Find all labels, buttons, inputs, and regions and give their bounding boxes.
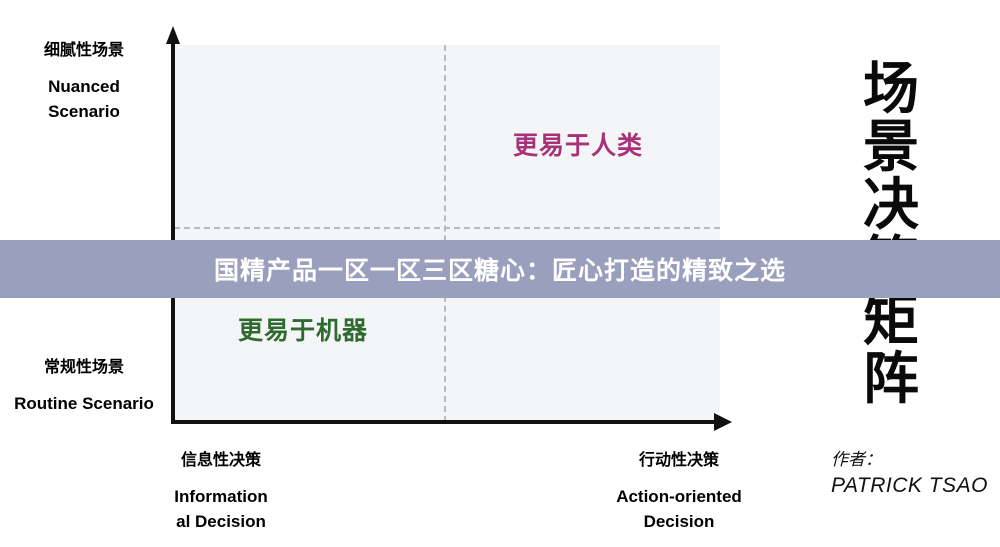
chart-title-char: 矩 bbox=[863, 289, 919, 352]
author-credit: 作者： PATRICK TSAO bbox=[831, 448, 988, 500]
x-axis-label-high-cn: 行动性决策 bbox=[638, 452, 719, 469]
chart-title-char: 决 bbox=[863, 173, 919, 236]
chart-title-char: 景 bbox=[863, 115, 919, 178]
overlay-banner: 国精产品一区一区三区糖心：匠心打造的精致之选 bbox=[0, 240, 1000, 298]
plot-area bbox=[174, 45, 720, 422]
y-axis-label-low-cn: 常规性场景 bbox=[43, 359, 124, 376]
quadrant-annotation-machine: 更易于机器 bbox=[238, 317, 369, 345]
x-axis-label-high: 行动性决策 Action-oriented Decision bbox=[598, 450, 760, 534]
overlay-banner-text: 国精产品一区一区三区糖心：匠心打造的精致之选 bbox=[213, 257, 786, 285]
chart-title-char: 场 bbox=[863, 57, 919, 120]
author-label: 作者： bbox=[831, 450, 882, 469]
y-axis-label-high-cn: 细腻性场景 bbox=[43, 42, 124, 59]
y-axis-label-high-en: Nuanced Scenario bbox=[48, 77, 120, 121]
x-axis-label-low-en-line2: al Decision bbox=[176, 512, 266, 531]
y-axis-label-low: 常规性场景 Routine Scenario bbox=[14, 357, 154, 416]
quadrant-divider-horizontal bbox=[174, 227, 720, 229]
x-axis-label-low: 信息性决策 Information al Decision bbox=[141, 450, 301, 534]
author-name: PATRICK TSAO bbox=[831, 474, 988, 497]
x-axis-label-low-en-line1: Information bbox=[174, 487, 268, 506]
x-axis-line bbox=[171, 420, 719, 424]
x-axis-arrow-icon bbox=[714, 413, 732, 431]
quadrant-annotation-human: 更易于人类 bbox=[513, 132, 644, 160]
x-axis-label-high-en-line2: Decision bbox=[643, 512, 715, 531]
y-axis-label-low-en: Routine Scenario bbox=[14, 394, 154, 413]
x-axis-label-high-en-line1: Action-oriented bbox=[616, 487, 742, 506]
chart-title-char: 阵 bbox=[863, 347, 919, 410]
x-axis-label-low-cn: 信息性决策 bbox=[180, 452, 261, 469]
y-axis-label-high: 细腻性场景 Nuanced Scenario bbox=[14, 40, 154, 124]
quadrant-divider-vertical bbox=[444, 45, 446, 422]
y-axis-arrow-icon bbox=[166, 26, 180, 44]
chart-title-vertical: 场 景 决 策 矩 阵 bbox=[860, 60, 922, 408]
y-axis-line bbox=[171, 40, 175, 424]
